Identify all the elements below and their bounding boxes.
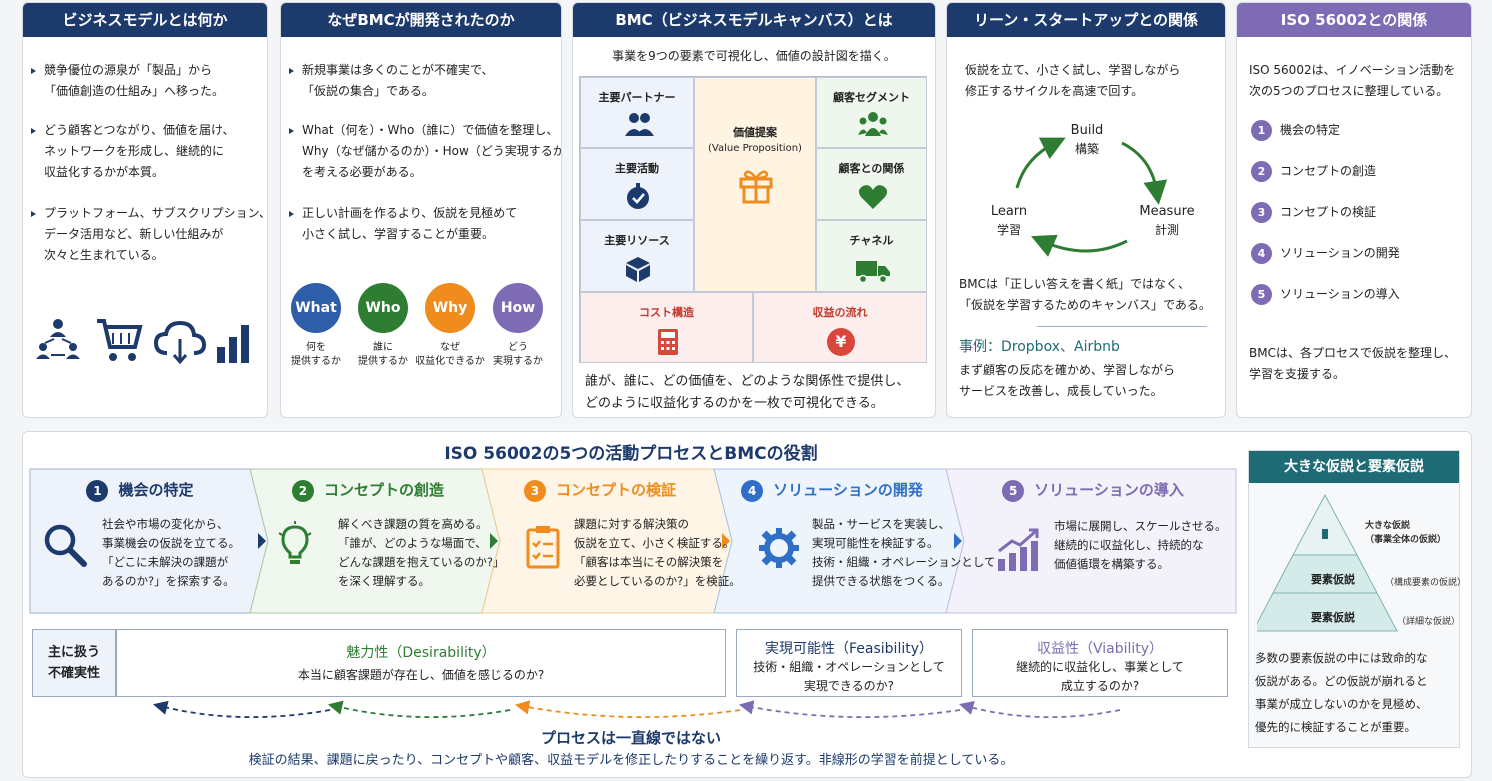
network-icon bbox=[36, 319, 80, 359]
uncertainty-label: 主に扱う不確実性 bbox=[32, 629, 116, 697]
process-arrows-bg bbox=[29, 468, 1237, 614]
users-icon bbox=[858, 112, 888, 136]
box-icon bbox=[626, 257, 650, 282]
card-title: なぜBMCが開発されたのか bbox=[281, 3, 561, 37]
bullet-2: What（何を）・Who（誰に）で価値を整理し、Why（なぜ儲かるのか）・How… bbox=[289, 120, 561, 183]
card-iso: ISO 56002との関係 ISO 56002は、イノベーション活動を次の5つの… bbox=[1236, 2, 1472, 418]
desirability-box: 魅力性（Desirability） 本当に顧客課題が存在し、価値を感じるのか? bbox=[116, 629, 726, 697]
truck-icon bbox=[856, 261, 890, 283]
bullet-1: 競争優位の源泉が「製品」から「価値創造の仕組み」へ移った。 bbox=[31, 60, 224, 102]
bullet-3: 正しい計画を作るより、仮説を見極めて小さく試し、学習することが重要。 bbox=[289, 203, 517, 245]
case-text: まず顧客の反応を確かめ、学習しながらサービスを改善し、成長していった。 bbox=[959, 363, 1176, 398]
bullet-1: 新規事業は多くのことが不確実で、「仮説の集合」である。 bbox=[289, 60, 494, 102]
people-icon bbox=[625, 113, 654, 136]
lean-note: BMCは「正しい答えを書く紙」ではなく、「仮説を学習するためのキャンバス」である… bbox=[959, 277, 1211, 312]
element-hypothesis-2: 要素仮説 bbox=[1311, 611, 1355, 624]
iso-footer: BMCは、各プロセスで仮説を整理し、学習を支援する。 bbox=[1249, 346, 1456, 381]
card-title: ISO 56002との関係 bbox=[1237, 3, 1471, 37]
yen-icon: ¥ bbox=[827, 328, 855, 356]
bmc-revenue: 収益の流れ ¥ bbox=[753, 292, 927, 363]
panel-text: 多数の要素仮説の中には致命的な仮説がある。どの仮説が崩れると事業が成立しないのか… bbox=[1255, 651, 1428, 734]
how-caption: どう実現するか bbox=[493, 342, 543, 367]
card-title: ビジネスモデルとは何か bbox=[23, 3, 267, 37]
feasibility-box: 実現可能性（Feasibility） 技術・組織・オペレーションとして実現できる… bbox=[736, 629, 962, 697]
who-caption: 誰に提供するか bbox=[358, 342, 408, 367]
bmc-relationship: 顧客との関係 bbox=[816, 148, 927, 220]
bmc-resource: 主要リソース bbox=[580, 220, 694, 292]
magnifier-icon bbox=[44, 524, 87, 567]
bullet-2: どう顧客とつながり、価値を届け、ネットワークを形成し、継続的に収益化するかが本質… bbox=[31, 120, 234, 183]
card-why-bmc: なぜBMCが開発されたのか 新規事業は多くのことが不確実で、「仮説の集合」である… bbox=[280, 2, 562, 418]
what-caption: 何を提供するか bbox=[291, 342, 341, 367]
who-circle: Who bbox=[358, 283, 408, 333]
heart-icon bbox=[858, 185, 888, 209]
gift-icon bbox=[739, 170, 773, 204]
calculator-icon bbox=[658, 329, 678, 355]
clipboard-icon bbox=[526, 526, 560, 569]
divider bbox=[1037, 326, 1207, 327]
element-hypothesis-2-note: （詳細な仮説） bbox=[1397, 617, 1461, 627]
bmc-partner: 主要パートナー bbox=[580, 77, 694, 148]
cart-icon bbox=[97, 319, 143, 361]
check-cog-icon bbox=[627, 183, 649, 209]
bmc-cost: コスト構造 bbox=[580, 292, 753, 363]
cycle-arrows bbox=[1015, 137, 1168, 257]
how-circle: How bbox=[493, 283, 543, 333]
card-title: リーン・スタートアップとの関係 bbox=[947, 3, 1225, 37]
loop-title: プロセスは一直線ではない bbox=[540, 729, 721, 747]
iso-intro: ISO 56002は、イノベーション活動を次の5つのプロセスに整理している。 bbox=[1249, 63, 1456, 98]
process-title: ISO 56002の5つの活動プロセスとBMCの役割 bbox=[444, 444, 818, 464]
why-circle: Why bbox=[425, 283, 475, 333]
card-lean-startup: リーン・スタートアップとの関係 仮説を立て、小さく試し、学習しながら修正するサイ… bbox=[946, 2, 1226, 418]
bmc-footer: 誰が、誰に、どの価値を、どのような関係性で提供し、どのように収益化するのかを一枚… bbox=[585, 374, 910, 411]
lean-intro: 仮説を立て、小さく試し、学習しながら修正するサイクルを高速で回す。 bbox=[965, 63, 1181, 98]
bullet-3: プラットフォーム、サブスクリプション、データ活用など、新しい仕組みが次々と生まれ… bbox=[31, 203, 267, 266]
lightbulb-icon bbox=[278, 521, 312, 564]
bmc-canvas: 主要パートナー 主要活動 主要リソース 価値提案 (Value Proposit… bbox=[579, 76, 927, 363]
hypothesis-panel: 大きな仮説と要素仮説 大きな仮説（事業全体の仮説） 要素仮説 （構成要素の仮説）… bbox=[1248, 450, 1466, 748]
gear-icon bbox=[759, 528, 799, 568]
why-caption: なぜ収益化できるか bbox=[415, 342, 485, 367]
loop-text: 検証の結果、課題に戻ったり、コンセプトや顧客、収益モデルを修正したりすることを繰… bbox=[248, 753, 1014, 768]
bmc-activity: 主要活動 bbox=[580, 148, 694, 220]
cloud-icon bbox=[153, 320, 207, 365]
what-circle: What bbox=[291, 283, 341, 333]
big-hypothesis-note: 大きな仮説（事業全体の仮説） bbox=[1365, 521, 1447, 545]
case-title: 事例：Dropbox、Airbnb bbox=[959, 339, 1120, 355]
bar-chart-icon bbox=[217, 325, 249, 363]
element-hypothesis-1-note: （構成要素の仮説） bbox=[1385, 578, 1467, 588]
viability-box: 収益性（Viability） 継続的に収益化し、事業として成立するのか? bbox=[972, 629, 1228, 697]
element-hypothesis-1: 要素仮説 bbox=[1311, 573, 1355, 586]
growth-chart-icon bbox=[998, 528, 1039, 571]
bmc-value-proposition: 価値提案 (Value Proposition) bbox=[694, 77, 816, 292]
bmc-intro: 事業を9つの要素で可視化し、価値の設計図を描く。 bbox=[612, 49, 896, 63]
bmc-channel: チャネル bbox=[816, 220, 927, 292]
card-bmc: BMC（ビジネスモデルキャンバス）とは 事業を9つの要素で可視化し、価値の設計図… bbox=[572, 2, 936, 418]
pyramid bbox=[1257, 493, 1398, 632]
feedback-loop-arrows bbox=[153, 700, 1121, 719]
panel-title: 大きな仮説と要素仮説 bbox=[1249, 451, 1459, 483]
card-business-model: ビジネスモデルとは何か 競争優位の源泉が「製品」から「価値創造の仕組み」へ移った… bbox=[22, 2, 268, 418]
card-title: BMC（ビジネスモデルキャンバス）とは bbox=[573, 3, 935, 37]
bmc-segment: 顧客セグメント bbox=[816, 77, 927, 148]
